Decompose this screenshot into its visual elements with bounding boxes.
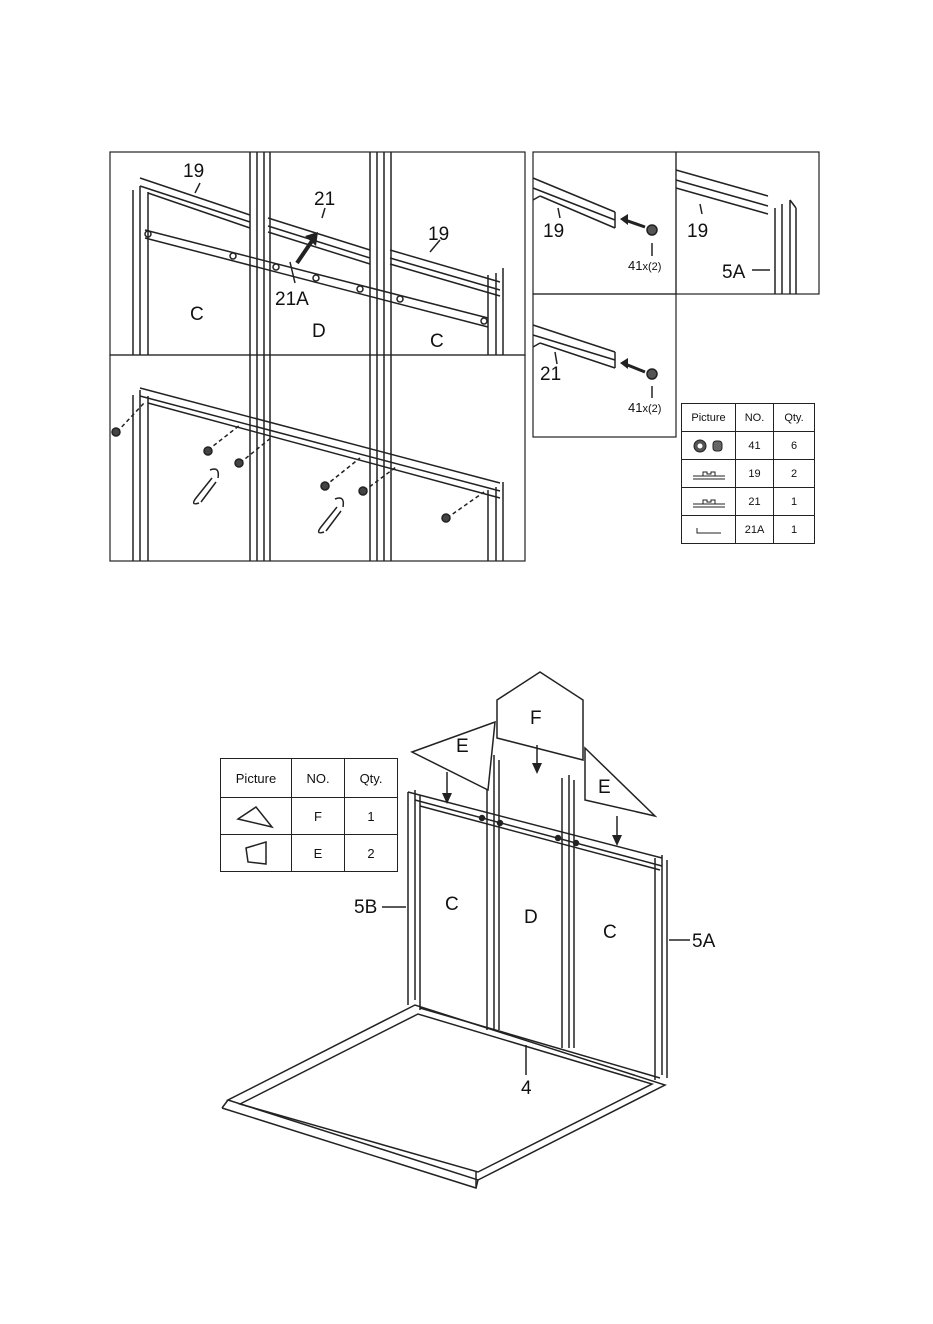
table-cell-no: 21A [736, 516, 774, 544]
label-base-4: 4 [521, 1078, 532, 1099]
label-detail2-5A: 5A [722, 262, 746, 283]
gable-panel-f-icon [221, 798, 292, 835]
table-cell-qty: 1 [345, 798, 398, 835]
table-row: E 2 [221, 835, 398, 872]
rail-profile-icon [682, 488, 736, 516]
parts-table-bottom: Picture NO. Qty. F 1 E 2 [220, 758, 398, 872]
table-cell-no: 41 [736, 432, 774, 460]
flat-bar-icon [682, 516, 736, 544]
table-row: 41 6 [682, 432, 815, 460]
label-detail3-41: 41x(2) [628, 400, 661, 415]
label-wall-C-left: C [445, 894, 459, 915]
label-detail-19: 19 [543, 221, 564, 242]
label-part-19-left: 19 [183, 161, 204, 182]
parts-table-top: Picture NO. Qty. 41 6 19 2 21 1 21A 1 [681, 403, 815, 544]
table-cell-no: E [292, 835, 345, 872]
label-post-5B: 5B [354, 897, 377, 918]
table-row: 21 1 [682, 488, 815, 516]
table-row: 19 2 [682, 460, 815, 488]
label-panel-C-right: C [430, 331, 444, 352]
gable-panel-e-icon [221, 835, 292, 872]
nut-and-bolt-icon [682, 432, 736, 460]
table-header-qty: Qty. [345, 759, 398, 798]
table-cell-qty: 6 [774, 432, 815, 460]
label-gable-E-right: E [598, 777, 611, 798]
label-part-19-right: 19 [428, 224, 449, 245]
table-cell-no: F [292, 798, 345, 835]
label-gable-E-left: E [456, 736, 469, 757]
table-cell-qty: 1 [774, 488, 815, 516]
table-header-no: NO. [292, 759, 345, 798]
panel-bolt-fastening [110, 355, 525, 561]
table-cell-qty: 2 [345, 835, 398, 872]
label-wall-D: D [524, 907, 538, 928]
label-panel-D: D [312, 321, 326, 342]
label-detail-41: 41x(2) [628, 258, 661, 273]
label-detail2-19: 19 [687, 221, 708, 242]
label-post-5A: 5A [692, 931, 716, 952]
label-gable-F: F [530, 708, 542, 729]
table-row: F 1 [221, 798, 398, 835]
table-header-no: NO. [736, 404, 774, 432]
rail-profile-icon [682, 460, 736, 488]
label-part-21: 21 [314, 189, 335, 210]
table-header-qty: Qty. [774, 404, 815, 432]
table-header-picture: Picture [682, 404, 736, 432]
label-detail3-21: 21 [540, 364, 561, 385]
table-cell-qty: 1 [774, 516, 815, 544]
table-cell-no: 19 [736, 460, 774, 488]
label-wall-C-right: C [603, 922, 617, 943]
table-cell-qty: 2 [774, 460, 815, 488]
table-row: 21A 1 [682, 516, 815, 544]
label-part-21A: 21A [275, 289, 309, 310]
label-panel-C-left: C [190, 304, 204, 325]
table-header-picture: Picture [221, 759, 292, 798]
table-cell-no: 21 [736, 488, 774, 516]
